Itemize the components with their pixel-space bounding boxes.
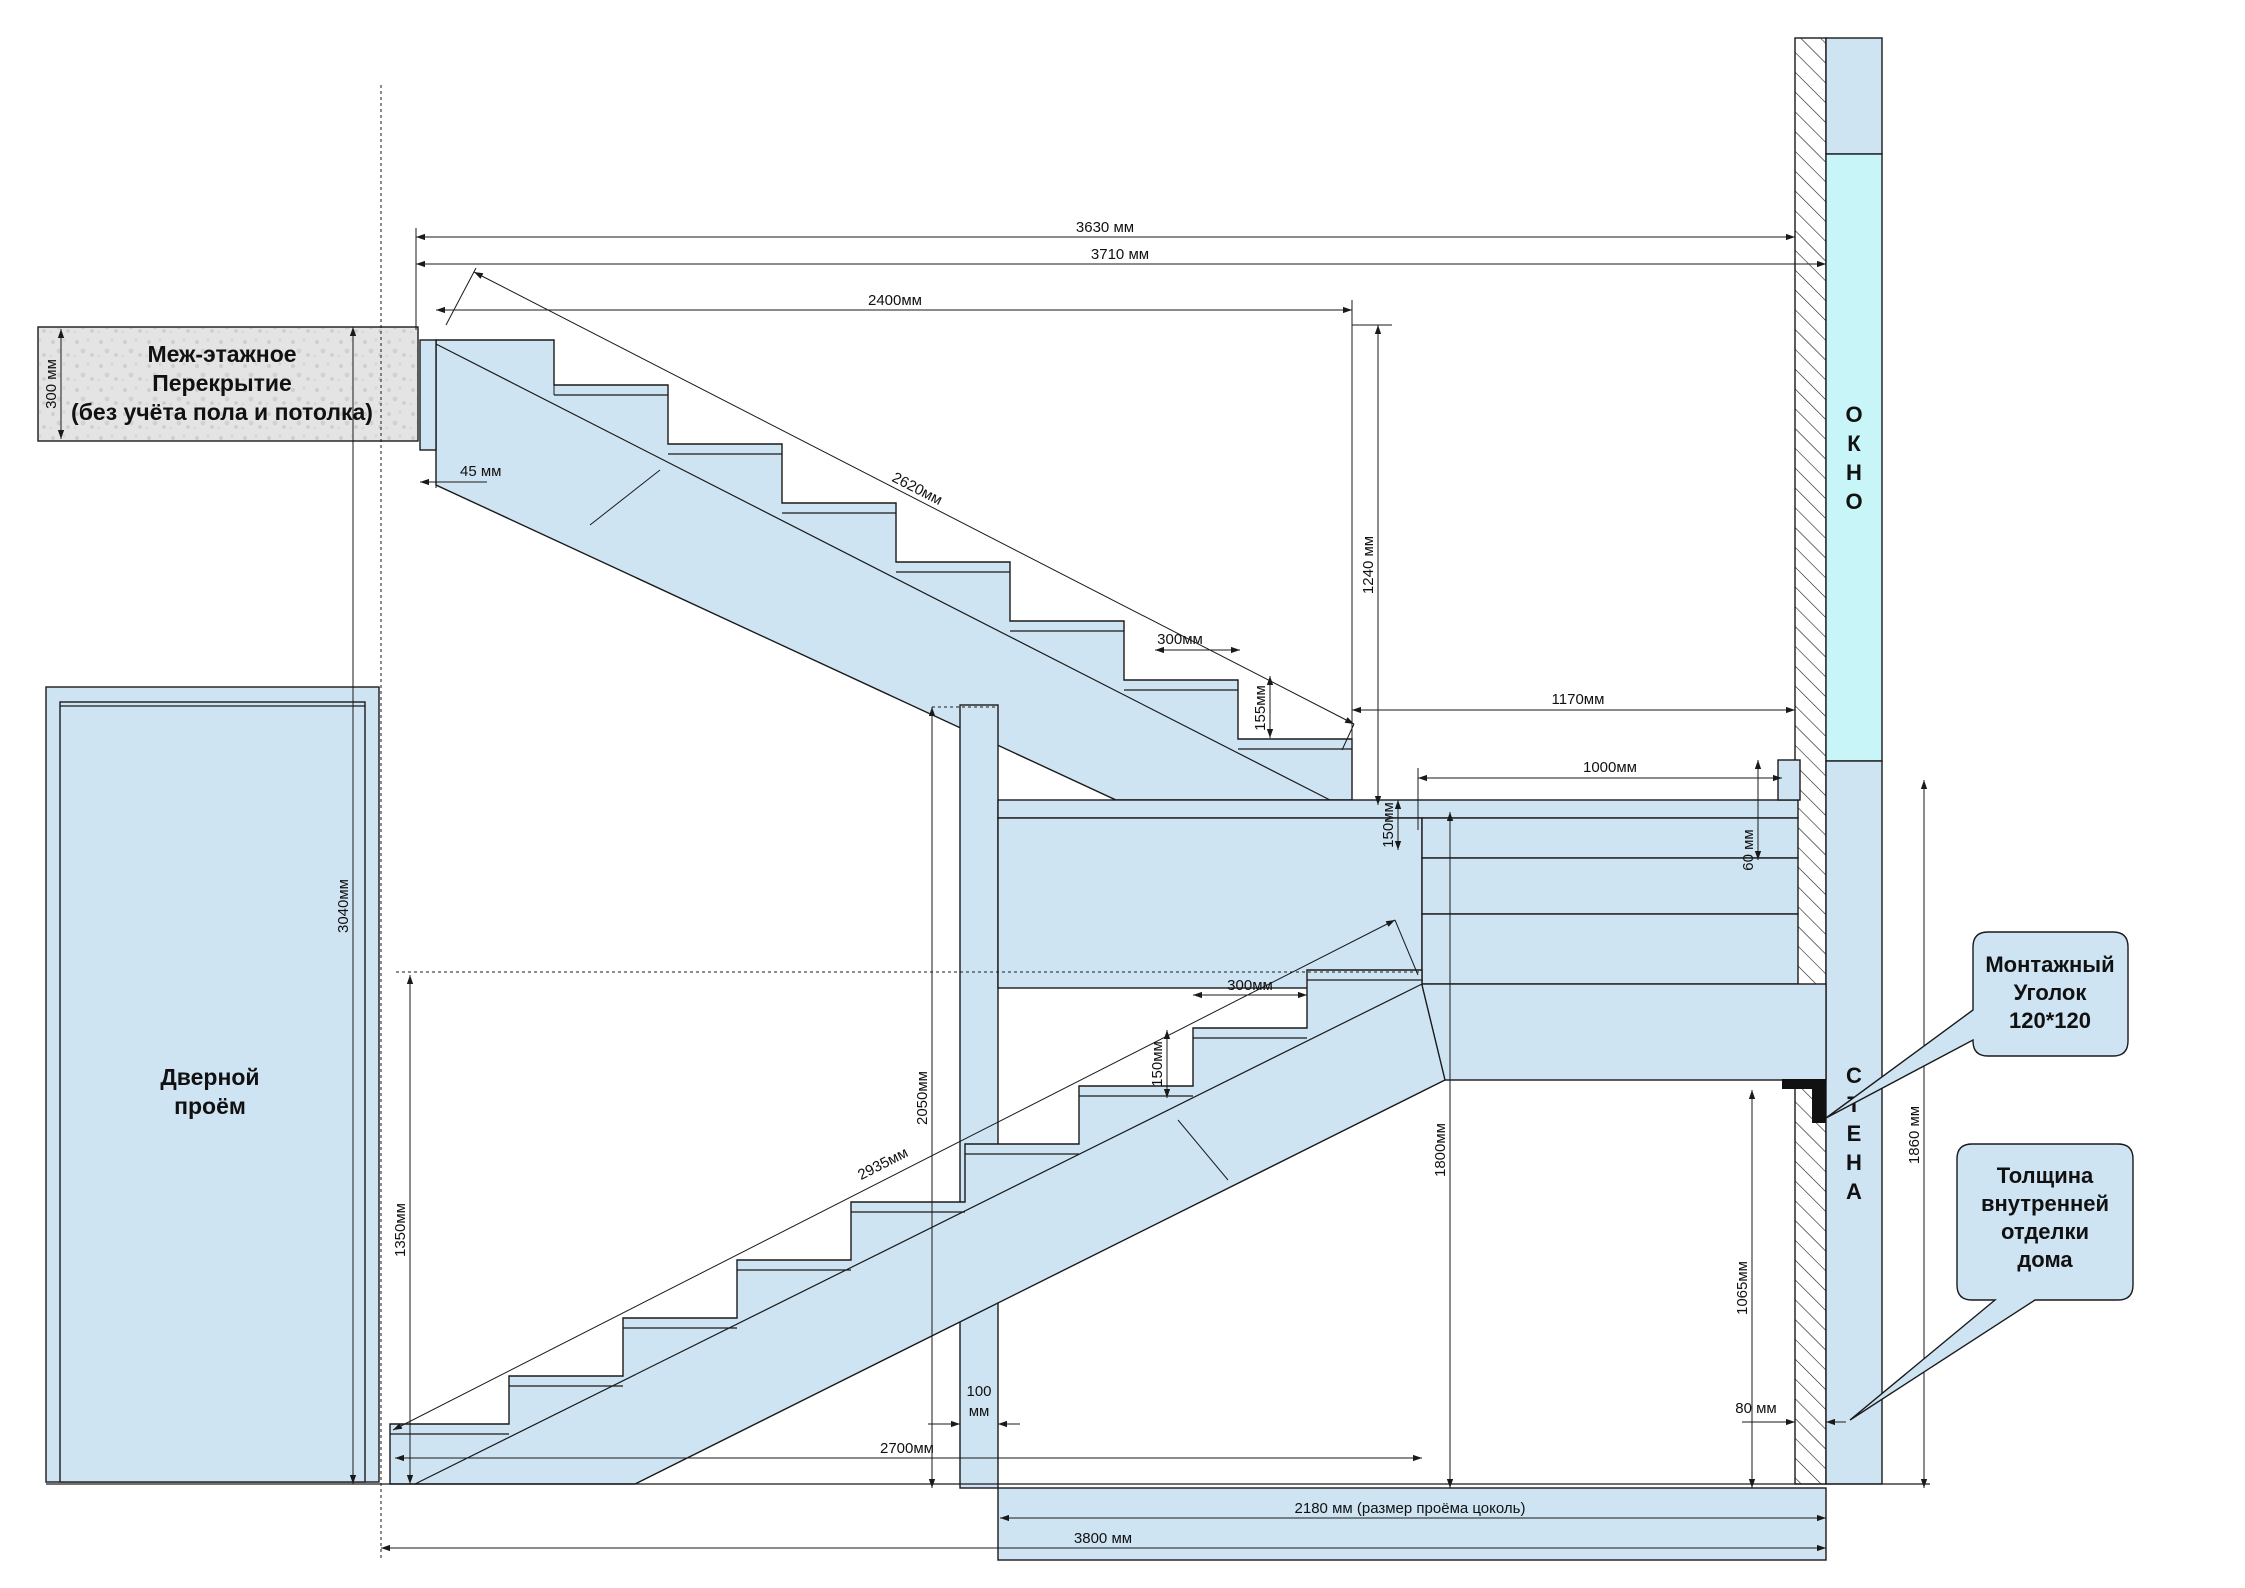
- dim-80: 80 мм: [1735, 1400, 1776, 1417]
- callout-bracket: Монтажный Уголок 120*120: [1825, 931, 2129, 1119]
- dim-1350: 1350мм: [392, 1203, 409, 1257]
- window-letter-3: Н: [1846, 460, 1862, 485]
- dim-3040: 3040мм: [335, 879, 352, 933]
- dim-300-lower: 300мм: [1227, 977, 1273, 994]
- dim-2700: 2700мм: [880, 1440, 934, 1457]
- dimension-lines: [349, 228, 1928, 1552]
- dim-3710: 3710 мм: [1091, 246, 1149, 263]
- dim-60: 60 мм: [1740, 829, 1757, 870]
- window: [1825, 153, 1883, 762]
- callout-bracket-1: Монтажный: [1985, 952, 2114, 977]
- callout-bracket-2: Уголок: [2014, 980, 2088, 1005]
- dim-3800: 3800 мм: [1074, 1530, 1132, 1547]
- slab-label-3: (без учёта пола и потолка): [71, 399, 373, 425]
- slab-label-1: Меж-этажное: [147, 341, 296, 367]
- dim-45: 45 мм: [460, 463, 501, 480]
- dim-2935: 2935мм: [855, 1144, 911, 1184]
- wall-letter-1: С: [1846, 1063, 1862, 1088]
- dim-100-b: мм: [969, 1403, 990, 1420]
- dim-2400: 2400мм: [868, 292, 922, 309]
- door-opening: Дверной проём: [45, 686, 380, 1483]
- wall-letter-4: Н: [1846, 1150, 1862, 1175]
- callout-finish-3: отделки: [2001, 1219, 2089, 1244]
- dim-1800: 1800мм: [1432, 1123, 1449, 1177]
- dim-2180: 2180 мм (размер проёма цоколь): [1295, 1500, 1526, 1517]
- window-letter-2: К: [1847, 431, 1861, 456]
- dim-1240: 1240 мм: [1360, 536, 1377, 594]
- dim-150-lower: 150мм: [1149, 1041, 1166, 1087]
- callout-finish-1: Толщина: [1997, 1163, 2094, 1188]
- window-letter-4: О: [1845, 489, 1862, 514]
- dim-300-upper: 300мм: [1157, 631, 1203, 648]
- wall: О К Н О С Т Е Н А: [1794, 37, 1883, 1485]
- window-letter-1: О: [1845, 402, 1862, 427]
- door-label-2: проём: [174, 1093, 246, 1119]
- callout-finish-2: внутренней: [1981, 1191, 2109, 1216]
- floor-slab: Меж-этажное Перекрытие (без учёта пола и…: [37, 326, 419, 442]
- callout-finish-4: дома: [2017, 1247, 2073, 1272]
- dim-2050: 2050мм: [914, 1071, 931, 1125]
- wall-letter-5: А: [1846, 1179, 1862, 1204]
- basement-band: [997, 1487, 1827, 1561]
- dim-3630: 3630 мм: [1076, 219, 1134, 236]
- dim-1000: 1000мм: [1583, 759, 1637, 776]
- lower-flight: [389, 969, 1446, 1485]
- dim-1860: 1860 мм: [1906, 1106, 1923, 1164]
- door-label-1: Дверной: [160, 1064, 259, 1090]
- wall-letter-3: Е: [1847, 1121, 1862, 1146]
- dim-150-landing: 150мм: [1380, 802, 1397, 848]
- dim-300-slab: 300 мм: [43, 359, 60, 409]
- dim-1065: 1065мм: [1734, 1261, 1751, 1315]
- callout-finish: Толщина внутренней отделки дома: [1849, 1143, 2134, 1421]
- dim-155: 155мм: [1252, 685, 1269, 731]
- upper-flight: [419, 339, 1353, 801]
- slab-label-2: Перекрытие: [152, 370, 292, 396]
- dim-100-a: 100: [966, 1383, 991, 1400]
- dim-1170: 1170мм: [1552, 691, 1605, 708]
- callout-bracket-3: 120*120: [2009, 1008, 2091, 1033]
